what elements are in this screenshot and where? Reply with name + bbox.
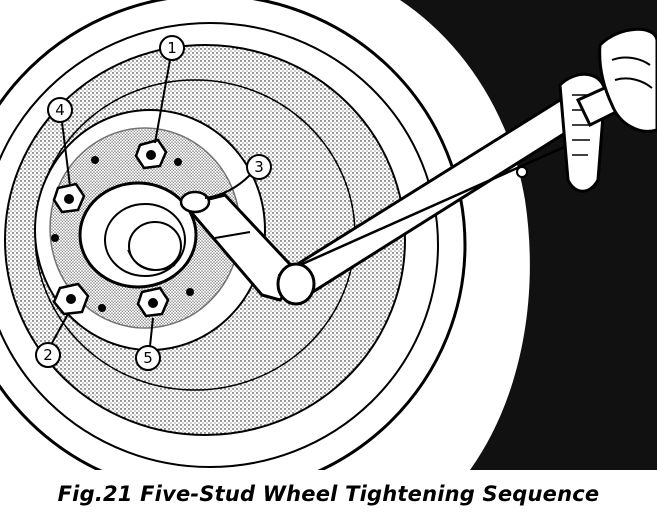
callout-label-3: 3 [254, 158, 264, 176]
figure-caption: Fig.21 Five-Stud Wheel Tightening Sequen… [57, 482, 600, 506]
callout-5: 5 [135, 317, 161, 371]
callout-3: 3 [204, 154, 272, 199]
wheel-nut-4 [52, 182, 86, 214]
callout-label-4: 4 [55, 101, 65, 119]
callout-1: 1 [154, 35, 185, 144]
callout-2: 2 [35, 313, 69, 368]
wheel-illustration: 1 4 3 2 5 [0, 0, 657, 470]
wheel-nut-1 [134, 138, 168, 170]
callout-label-5: 5 [143, 349, 153, 367]
callout-4: 4 [47, 97, 73, 187]
callout-label-1: 1 [167, 39, 177, 57]
torque-wrench [179, 27, 657, 306]
callout-label-2: 2 [43, 346, 53, 364]
wheel-nut-5 [136, 286, 170, 318]
hub [78, 181, 198, 289]
wheel-nut-2 [52, 282, 90, 316]
